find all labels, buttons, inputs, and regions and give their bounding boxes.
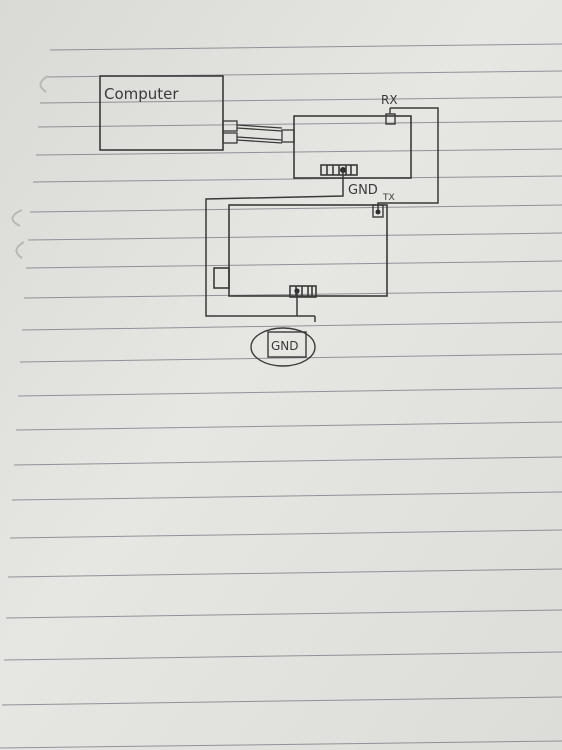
top-board xyxy=(293,115,412,179)
bottom-board xyxy=(213,204,388,298)
binder-holes xyxy=(11,75,49,259)
gnd-wire xyxy=(205,170,344,322)
rx-pin xyxy=(385,108,396,125)
rx-label: RX xyxy=(381,93,398,107)
tx-pin xyxy=(372,204,384,218)
tx-pin-dot xyxy=(375,209,381,215)
ground-symbol xyxy=(250,327,316,367)
computer-block xyxy=(99,75,224,151)
gnd-top-label: GND xyxy=(348,183,378,198)
ruled-lines xyxy=(0,43,562,749)
computer-label: Computer xyxy=(104,85,179,103)
gnd-bottom-label: GND xyxy=(271,339,299,353)
tx-label: TX xyxy=(382,193,395,203)
rx-tx-wire xyxy=(377,107,439,212)
